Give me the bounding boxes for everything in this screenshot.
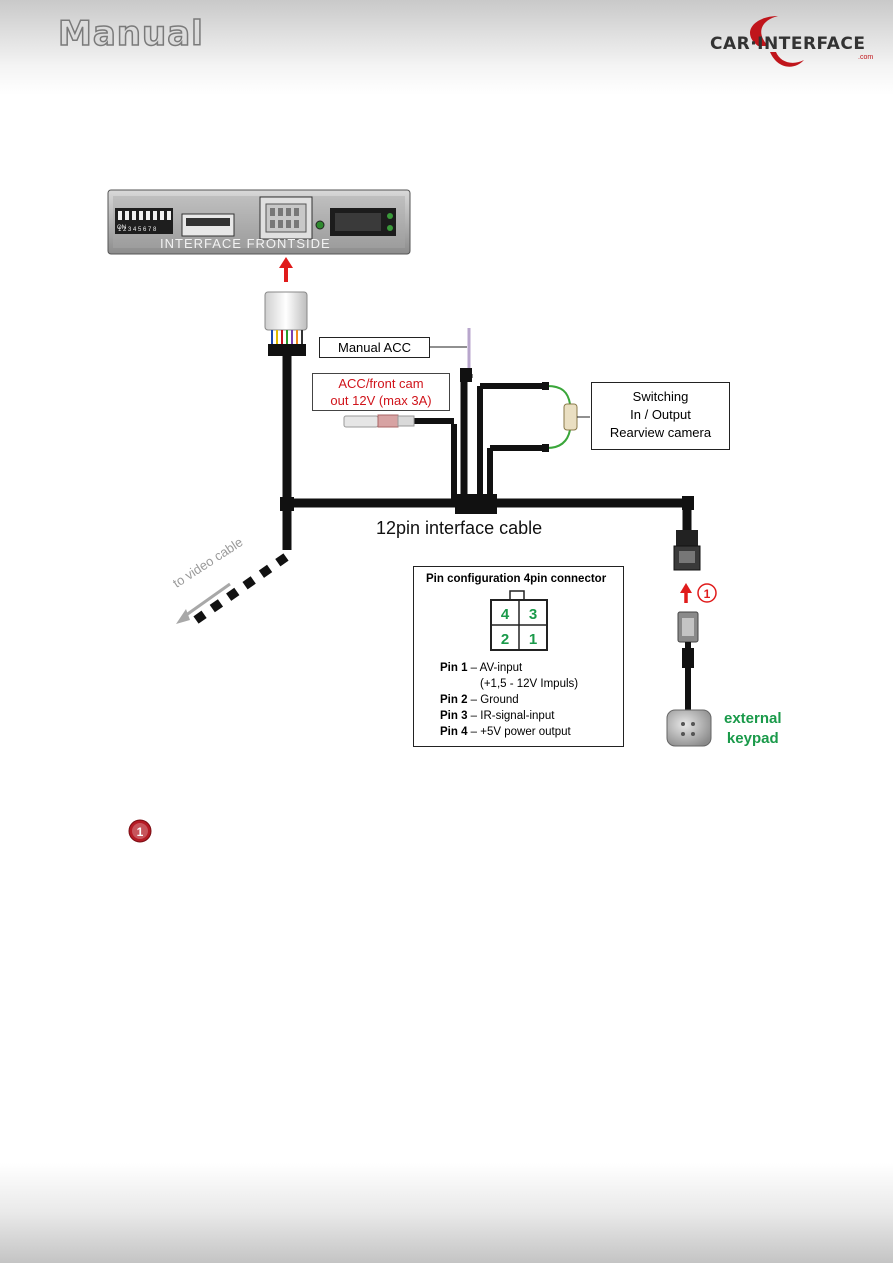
wire-terminal bbox=[542, 382, 549, 390]
pin-line-desc: (+1,5 - 12V Impuls) bbox=[480, 678, 579, 690]
footer-band bbox=[0, 1163, 893, 1263]
pin-line: Pin 1 – AV-input bbox=[440, 662, 522, 674]
manual-acc-label: Manual ACC bbox=[319, 337, 430, 358]
header-band bbox=[0, 0, 893, 95]
interface-device: 1 2 3 4 5 6 7 8 bbox=[107, 189, 411, 255]
pin-grid: 4 3 2 1 bbox=[490, 590, 548, 651]
svg-text:1: 1 bbox=[137, 825, 144, 839]
status-led bbox=[315, 220, 325, 230]
acc-line-1: ACC/front cam bbox=[338, 376, 424, 391]
pin-grid-cell: 1 bbox=[529, 631, 537, 648]
marker-1-icon: 1 bbox=[697, 583, 717, 603]
pin-config-title: Pin configuration 4pin connector bbox=[426, 573, 607, 585]
4pin-connector bbox=[673, 530, 701, 571]
pin-line-label: Pin 1 bbox=[440, 662, 468, 674]
cable-bend-sleeve bbox=[280, 497, 294, 511]
pin-line: Pin 2 – Ground bbox=[440, 694, 519, 706]
pin-grid-cell: 4 bbox=[501, 606, 510, 623]
pin-line-label: Pin 4 bbox=[440, 726, 468, 738]
logo-swoosh-icon bbox=[750, 16, 804, 67]
connector-12pin-socket bbox=[259, 196, 313, 240]
pin-line-desc: – IR-signal-input bbox=[467, 710, 555, 722]
white-plug-12pin bbox=[264, 291, 308, 356]
keypad-device bbox=[666, 709, 712, 747]
acc-front-cam-label: ACC/front cam out 12V (max 3A) bbox=[312, 373, 450, 411]
video-cable-arrow bbox=[176, 553, 289, 624]
pin-line: Pin 3 – IR-signal-input bbox=[440, 710, 554, 722]
dip-numbers: 1 2 3 4 5 6 7 8 bbox=[118, 227, 157, 233]
keypad-line-1: external bbox=[724, 710, 782, 727]
logo-text: CAR·INTERFACE bbox=[710, 34, 866, 54]
arrow-up-icon bbox=[680, 583, 692, 603]
switching-label: Switching In / Output Rearview camera bbox=[591, 382, 730, 450]
pin-line-label: Pin 3 bbox=[440, 710, 468, 722]
pin-line-desc: – +5V power output bbox=[467, 726, 571, 738]
svg-text:1: 1 bbox=[704, 587, 711, 601]
page-title: Manual bbox=[57, 13, 204, 55]
pin-grid-cell: 3 bbox=[529, 606, 537, 623]
wire-terminal bbox=[542, 444, 549, 452]
connector-slot-right bbox=[330, 208, 396, 236]
manual-acc-sleeve bbox=[460, 368, 472, 382]
acc-spade-connector bbox=[343, 414, 415, 428]
keypad-cable bbox=[677, 611, 699, 712]
pin-line-label: Pin 2 bbox=[440, 694, 468, 706]
connector-slot-left bbox=[181, 213, 235, 237]
green-switch-wire bbox=[546, 385, 590, 449]
dip-switch: 1 2 3 4 5 6 7 8 bbox=[115, 208, 173, 234]
keypad-line-2: keypad bbox=[726, 730, 779, 747]
pin-line: Pin 4 – +5V power output bbox=[440, 726, 571, 738]
switching-line-1: Switching bbox=[632, 389, 689, 404]
cable-junction-sleeve bbox=[455, 494, 497, 514]
dip-on-label: ON bbox=[117, 225, 126, 231]
switching-line-2: In / Output bbox=[630, 407, 691, 422]
pin-line: (+1,5 - 12V Impuls) bbox=[480, 678, 578, 690]
cable-end-sleeve bbox=[682, 496, 694, 510]
brand-logo: CAR·INTERFACE .com bbox=[700, 12, 885, 72]
keypad-label: external keypad bbox=[724, 709, 782, 749]
pin-line-desc: – Ground bbox=[467, 694, 519, 706]
interface-front-label: INTERFACE FRONTSIDE bbox=[160, 236, 331, 251]
arrow-up-icon bbox=[279, 257, 293, 282]
switching-line-3: Rearview camera bbox=[609, 425, 712, 440]
cable-label: 12pin interface cable bbox=[376, 518, 543, 538]
marker-1-icon: 1 bbox=[128, 819, 152, 843]
pin-config-box: Pin configuration 4pin connector 4 3 2 1… bbox=[413, 566, 624, 747]
logo-domain: .com bbox=[858, 54, 874, 61]
pin-grid-cell: 2 bbox=[501, 631, 509, 648]
acc-line-2: out 12V (max 3A) bbox=[330, 393, 432, 408]
pin-line-desc: – AV-input bbox=[467, 662, 523, 674]
